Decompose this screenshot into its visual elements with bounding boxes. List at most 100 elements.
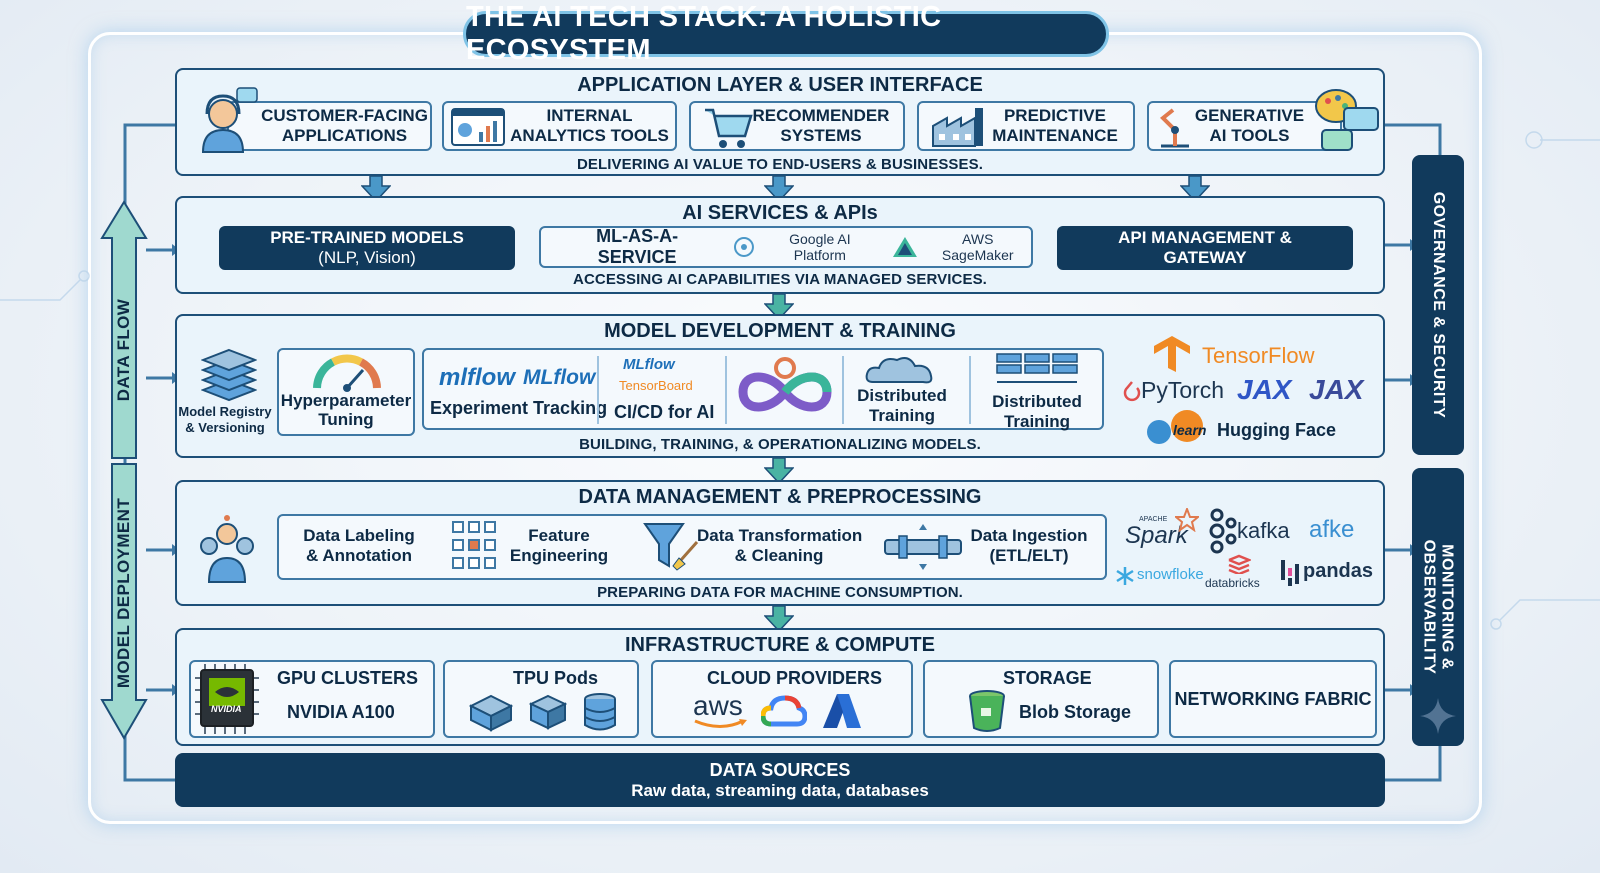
pandas-icon	[1281, 560, 1299, 586]
infra-title: INFRASTRUCTURE & COMPUTE	[625, 634, 935, 656]
pytorch-logo: PyTorch	[1141, 377, 1225, 403]
ai-services-title: AI SERVICES & APIs	[682, 202, 878, 224]
divider	[725, 356, 727, 424]
kafka-logo: kafka	[1237, 518, 1290, 543]
data-labeling-label: Data Labeling & Annotation	[297, 526, 421, 565]
card-line1: INTERNAL	[546, 106, 633, 126]
databricks-logo: databricks	[1205, 576, 1260, 590]
ai-services-layer: AI SERVICES & APIs ACCESSING AI CAPABILI…	[175, 196, 1385, 294]
divider	[969, 356, 971, 424]
application-layer: APPLICATION LAYER & USER INTERFACE DELIV…	[175, 68, 1385, 176]
gauge-icon	[313, 354, 381, 392]
data-sources-sub: Raw data, streaming data, databases	[631, 780, 929, 800]
jax-logo-2: JAX	[1309, 374, 1364, 405]
storage-title: STORAGE	[1003, 668, 1092, 688]
sklearn-logo: learn	[1173, 422, 1207, 438]
aws-smile-icon	[694, 719, 747, 728]
pretrained-line1: PRE-TRAINED MODELS	[270, 228, 464, 248]
bucket-icon	[969, 690, 1005, 732]
data-ingestion-label: Data Ingestion (ETL/ELT)	[967, 526, 1091, 565]
databricks-icon	[1228, 554, 1251, 574]
feature-line2: Engineering	[509, 545, 609, 565]
gpu-sub: NVIDIA A100	[287, 702, 395, 722]
model-deployment-arrow	[100, 463, 148, 740]
governance-label: GOVERNANCE & SECURITY	[1429, 191, 1447, 419]
api-management-card[interactable]: API MANAGEMENT &GATEWAY	[1057, 226, 1353, 270]
registry-line2: & Versioning	[185, 419, 265, 435]
card-line2: ANALYTICS TOOLS	[510, 126, 669, 145]
factory-icon	[932, 108, 983, 147]
card-line2: MAINTENANCE	[992, 126, 1118, 145]
dist1-line2: Training	[868, 405, 936, 425]
transform-line2: & Cleaning	[734, 545, 824, 565]
mlflow-logo-b: MLflow	[523, 366, 596, 389]
application-layer-footer: DELIVERING AI VALUE TO END-USERS & BUSIN…	[576, 156, 984, 173]
card-line2: AI TOOLS	[1209, 126, 1290, 145]
down-arrow	[764, 458, 794, 484]
afke-logo: afke	[1309, 516, 1355, 543]
mlflow-small-logo: MLflow	[623, 356, 675, 373]
server-rack-icon	[996, 353, 1078, 383]
experiment-tracking-label: Experiment Tracking	[430, 398, 608, 418]
data-flow-label-wrap: DATA FLOW	[105, 250, 143, 450]
team-people-icon	[200, 515, 254, 583]
sparkle-icon	[1420, 698, 1456, 734]
card-line1: CUSTOMER-FACING	[261, 106, 428, 126]
model-deployment-label-wrap: MODEL DEPLOYMENT	[105, 470, 143, 715]
data-transformation-label: Data Transformation & Cleaning	[697, 526, 862, 565]
data-flow-arrow	[100, 200, 148, 459]
mlaas-label: ML-AS-A-SERVICE	[596, 226, 679, 267]
pretrained-models-card[interactable]: PRE-TRAINED MODELS(NLP, Vision)	[219, 226, 515, 270]
spark-logo: Spark	[1125, 522, 1188, 549]
labeling-line1: Data Labeling	[303, 526, 415, 545]
distributed-training-2: Distributed Training	[987, 392, 1087, 431]
dist1-line1: Distributed	[857, 386, 947, 405]
mlaas-card[interactable]: ML-AS-A-SERVICE Google AI Platform AWS S…	[539, 226, 1033, 268]
pipeline-ingest-icon	[884, 524, 962, 570]
divider	[597, 356, 599, 424]
nvidia-chip-icon	[195, 664, 259, 734]
sklearn-icon	[1147, 410, 1203, 444]
card-line1: RECOMMENDER	[752, 106, 890, 126]
google-cloud-icon	[761, 695, 807, 727]
api-line2: GATEWAY	[1163, 248, 1247, 267]
pytorch-icon	[1123, 381, 1141, 402]
layers-stack-icon	[201, 348, 257, 402]
data-sources-title: DATA SOURCES	[709, 759, 851, 780]
data-management-layer: DATA MANAGEMENT & PREPROCESSING PREPARIN…	[175, 480, 1385, 606]
pandas-logo: pandas	[1303, 560, 1374, 582]
spark-star-icon	[1175, 508, 1199, 532]
monitoring-bar: MONITORING & OBSERVABILITY	[1412, 468, 1464, 746]
card-line2: SYSTEMS	[780, 126, 862, 145]
mlflow-logo-a: mlflow	[439, 364, 515, 391]
model-dev-title: MODEL DEVELOPMENT & TRAINING	[604, 320, 956, 342]
azure-icon	[823, 694, 861, 728]
storage-card[interactable]	[923, 660, 1159, 738]
tensorflow-icon	[1154, 336, 1190, 372]
divider	[842, 356, 844, 424]
kafka-icon	[1209, 508, 1237, 554]
sagemaker-icon	[893, 237, 918, 257]
spark-small-logo: APACHE	[1139, 516, 1168, 523]
palette-chat-icon	[1315, 89, 1379, 151]
feature-grid-icon	[452, 521, 496, 569]
api-line1: API MANAGEMENT &	[1118, 228, 1292, 248]
funnel-brush-icon	[643, 523, 699, 571]
page-title: THE AI TECH STACK: A HOLISTIC ECOSYSTEM	[463, 1, 1109, 66]
data-sources-bar: DATA SOURCES Raw data, streaming data, d…	[175, 753, 1385, 807]
hyper-line1: Hyperparameter	[280, 390, 412, 410]
monitoring-line2: OBSERVABILITY	[1421, 539, 1438, 675]
data-mgmt-footer: PREPARING DATA FOR MACHINE CONSUMPTION.	[597, 584, 963, 601]
storage-sub: Blob Storage	[1019, 702, 1132, 722]
monitoring-line1: MONITORING &	[1438, 544, 1456, 670]
sagemaker-label: AWS SageMaker	[941, 230, 1014, 263]
networking-card[interactable]: NETWORKING FABRIC	[1169, 660, 1377, 738]
card-line1: PREDICTIVE	[1003, 106, 1106, 126]
cloud-title: CLOUD PROVIDERS	[707, 668, 883, 688]
aws-logo: aws	[693, 690, 743, 721]
analytics-dashboard-icon	[451, 108, 505, 146]
tensorflow-logo: TensorFlow	[1202, 343, 1315, 368]
